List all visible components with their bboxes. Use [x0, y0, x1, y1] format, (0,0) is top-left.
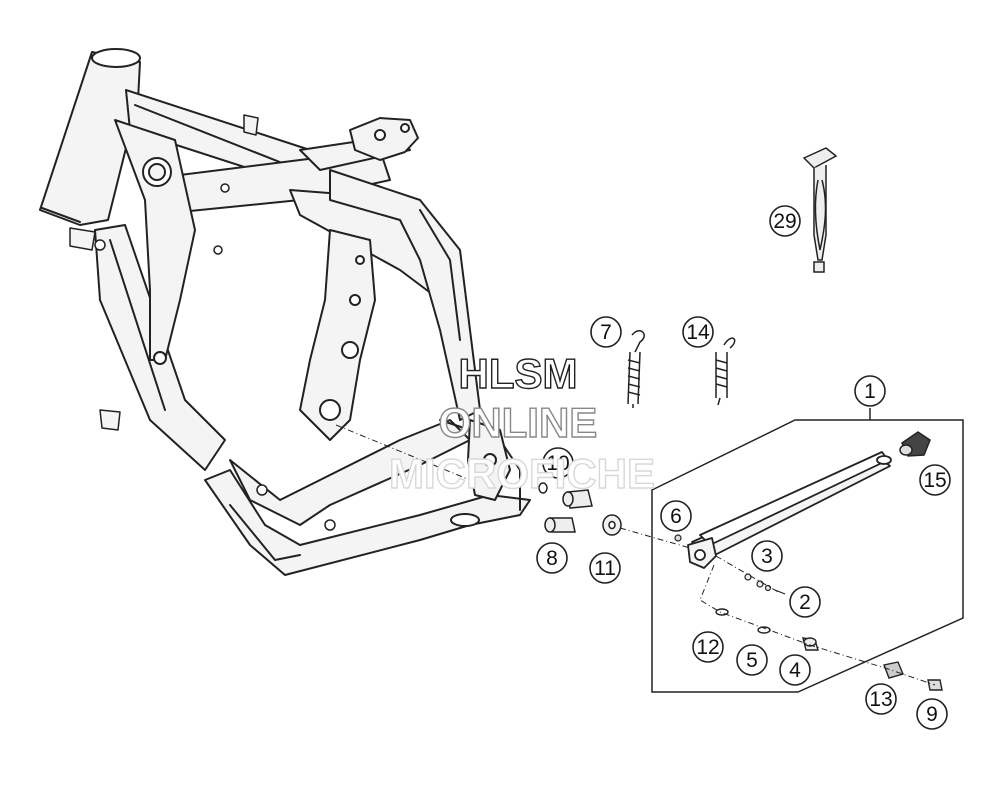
part-7-spring — [627, 330, 645, 408]
rear-engine-mount — [467, 419, 511, 501]
callout-10-label: 10 — [546, 452, 569, 475]
callout-8: 8 — [536, 542, 568, 574]
lower-cradle — [204, 419, 531, 576]
side-stand-leg — [687, 451, 892, 569]
main-spars — [114, 119, 196, 365]
part-11-washer — [602, 514, 622, 536]
callout-4-label: 4 — [789, 659, 801, 682]
callout-4: 4 — [779, 654, 811, 686]
callout-3: 3 — [751, 540, 783, 572]
callout-11: 11 — [589, 552, 621, 584]
callout-10: 10 — [542, 447, 574, 479]
part-10-bolt — [538, 482, 593, 509]
sidestand-kit-outline — [651, 408, 964, 693]
callout-12: 12 — [692, 631, 724, 663]
callouts: 1 2 3 4 5 6 7 8 — [536, 205, 951, 730]
watermark: HLSM ONLINE MICROFICHE — [388, 349, 655, 497]
callout-13-label: 13 — [869, 688, 892, 711]
callout-7: 7 — [590, 316, 622, 348]
watermark-line-3: MICROFICHE — [389, 450, 655, 497]
callout-2-label: 2 — [799, 591, 811, 614]
rear-rails — [329, 169, 481, 421]
motorcycle-frame — [39, 48, 531, 576]
callout-5: 5 — [736, 644, 768, 676]
callout-2: 2 — [789, 586, 821, 618]
callout-9-label: 9 — [926, 703, 938, 726]
callout-5-label: 5 — [746, 649, 758, 672]
callout-29: 29 — [769, 205, 801, 237]
callout-7-label: 7 — [600, 321, 612, 344]
callout-6-label: 6 — [670, 505, 682, 528]
callout-13: 13 — [865, 683, 897, 715]
pivot-hardware — [715, 608, 943, 691]
part-14-spring — [715, 337, 736, 406]
callout-1: 1 — [854, 375, 886, 407]
steering-head-tube — [39, 48, 141, 226]
callout-14-label: 14 — [686, 321, 710, 344]
shock-mount-bracket — [349, 117, 419, 161]
callout-14: 14 — [682, 316, 714, 348]
callout-15-label: 15 — [923, 469, 946, 492]
callout-29-label: 29 — [773, 210, 796, 233]
callout-1-label: 1 — [864, 380, 876, 403]
assembly-guide-lines — [335, 424, 936, 686]
swingarm-pivot-plate — [299, 229, 376, 441]
callout-9: 9 — [916, 698, 948, 730]
side-stand-foot-pad — [899, 431, 931, 457]
callout-12-label: 12 — [696, 636, 719, 659]
part-6-bolt — [674, 534, 682, 542]
callout-6: 6 — [660, 500, 692, 532]
callout-11-label: 11 — [594, 557, 616, 580]
frame-tabs — [69, 114, 336, 531]
callout-15: 15 — [919, 464, 951, 496]
callout-8-label: 8 — [546, 547, 558, 570]
watermark-line-2: ONLINE — [439, 399, 598, 446]
watermark-line-1: HLSM — [459, 350, 578, 397]
part-8-bolt — [544, 517, 576, 533]
callout-3-label: 3 — [761, 545, 773, 568]
part-29-tool — [802, 147, 838, 273]
